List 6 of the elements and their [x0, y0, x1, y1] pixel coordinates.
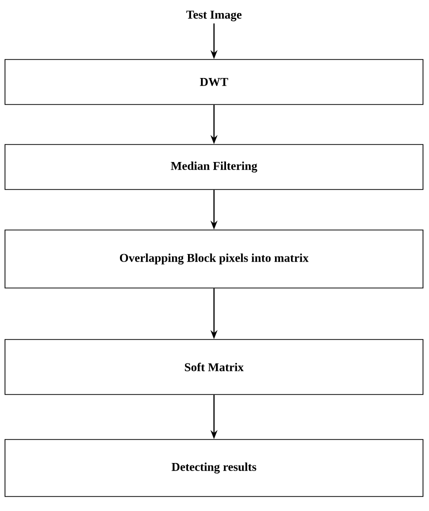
process-box: Soft Matrix: [4, 339, 424, 395]
process-box: Median Filtering: [4, 144, 424, 190]
title-text: Test Image: [186, 10, 242, 22]
process-box: Detecting results: [4, 439, 424, 497]
process-box: DWT: [4, 59, 424, 105]
process-box: Overlapping Block pixels into matrix: [4, 230, 424, 288]
